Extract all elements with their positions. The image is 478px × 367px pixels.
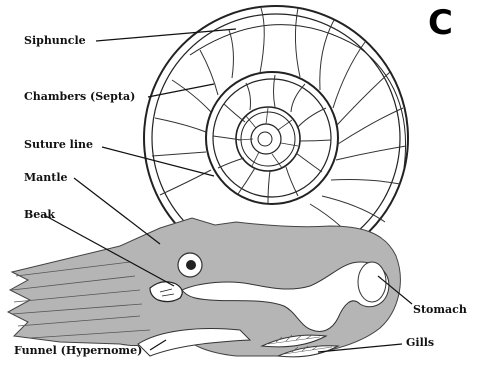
label-beak: Beak bbox=[24, 208, 55, 221]
siphuncle-tube bbox=[190, 25, 406, 168]
leader-suture bbox=[102, 147, 214, 176]
eye-pupil bbox=[186, 260, 196, 270]
panel-letter: C bbox=[428, 3, 453, 43]
body bbox=[8, 218, 400, 357]
label-mantle: Mantle bbox=[24, 171, 68, 184]
stomach-organ bbox=[358, 262, 386, 302]
label-suture-line: Suture line bbox=[24, 138, 93, 151]
leader-mantle bbox=[74, 178, 160, 244]
beak-shape bbox=[150, 282, 182, 302]
septa-core bbox=[238, 108, 298, 168]
shell-protoconch bbox=[258, 132, 272, 146]
shell-whorl-4 bbox=[251, 124, 281, 154]
leader-siphuncle bbox=[96, 29, 236, 41]
label-stomach: Stomach bbox=[413, 303, 467, 316]
label-funnel: Funnel (Hypernome) bbox=[14, 344, 142, 357]
label-chambers: Chambers (Septa) bbox=[24, 90, 135, 103]
shell-whorl-3 bbox=[236, 107, 300, 171]
label-siphuncle: Siphuncle bbox=[24, 34, 86, 47]
label-gills: Gills bbox=[406, 336, 434, 349]
